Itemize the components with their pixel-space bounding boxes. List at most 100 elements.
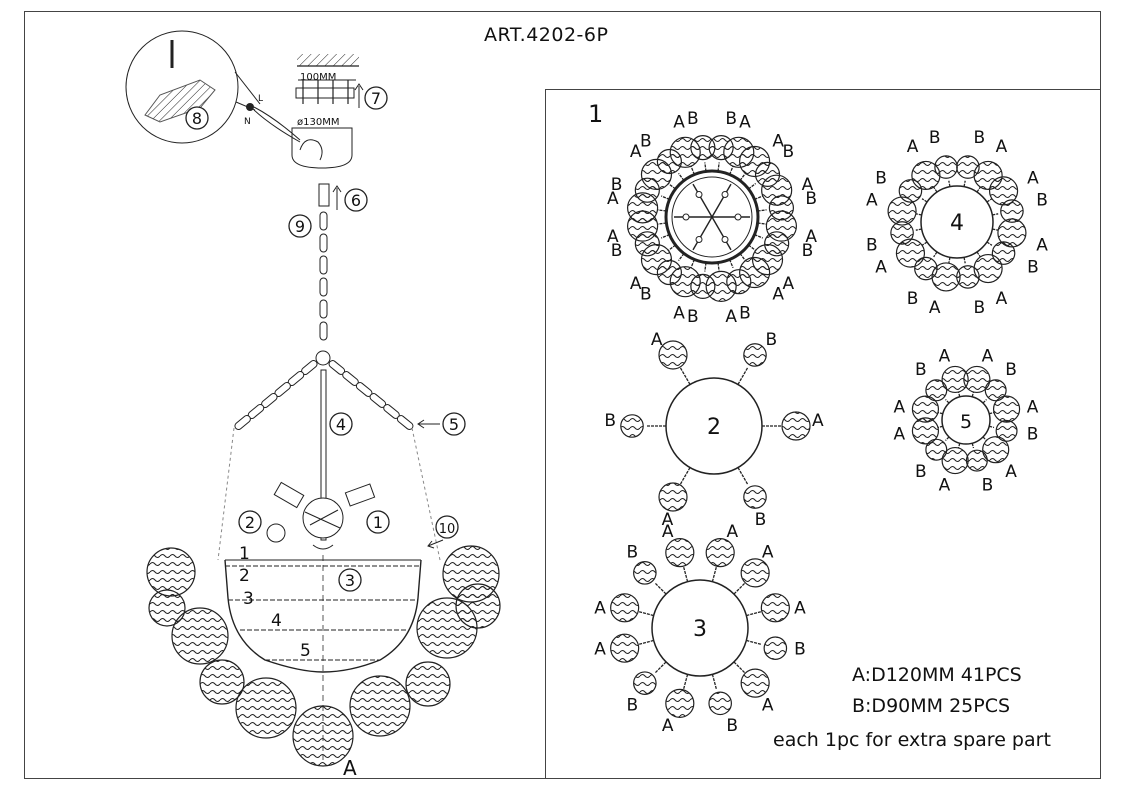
ball-label: A xyxy=(651,330,663,350)
chain-link xyxy=(319,321,328,341)
ball-label: A xyxy=(812,411,824,431)
ball-label: B xyxy=(765,330,777,350)
ball-label: A xyxy=(726,522,738,542)
legend-a: A:D120MM 41PCS xyxy=(852,664,1022,686)
ball-label: B xyxy=(739,303,751,323)
glass-ball-a xyxy=(610,633,640,663)
ball-label: B xyxy=(611,175,623,195)
ball-label: B xyxy=(782,142,794,162)
ball-label: A xyxy=(894,425,906,445)
step-5-marker: 5 xyxy=(442,412,466,436)
glass-ball-a xyxy=(705,538,735,568)
chain-ring xyxy=(315,350,331,366)
ball-label: B xyxy=(726,716,738,736)
ball-label: A xyxy=(1027,397,1039,417)
tier-label-4: 4 xyxy=(271,611,282,631)
tier-number: 3 xyxy=(693,617,707,642)
tier-label-5: 5 xyxy=(300,641,311,661)
glass-ball-b xyxy=(708,691,732,716)
chain-link xyxy=(319,233,328,253)
ball-label: A xyxy=(725,307,737,327)
ball-label: A xyxy=(673,113,685,133)
glass-ball-b xyxy=(965,449,988,472)
ball-label: B xyxy=(611,241,623,261)
ball-label: A xyxy=(996,137,1008,157)
ball-label: B xyxy=(1027,257,1039,277)
ball-label: A xyxy=(996,289,1008,309)
ball-label: B xyxy=(687,109,699,129)
ball-label: B xyxy=(805,189,817,209)
tier-number: 5 xyxy=(960,411,972,433)
glass-ball-a xyxy=(941,446,969,475)
ball-type-label: A xyxy=(343,756,357,780)
step-number: 10 xyxy=(439,522,456,537)
dim-bottom-label: ø130MM xyxy=(297,117,339,128)
step-4-marker: 4 xyxy=(329,412,353,436)
ball-label: B xyxy=(802,241,814,261)
chain-link xyxy=(234,414,251,431)
ball-label: B xyxy=(1027,425,1039,445)
panel-number: 1 xyxy=(588,100,603,128)
ball-label: A xyxy=(1027,169,1039,189)
ball-label: B xyxy=(725,109,737,129)
step-2-marker: 2 xyxy=(238,510,262,534)
step-number: 6 xyxy=(351,191,361,210)
glass-ball-b xyxy=(743,343,767,367)
legend-note: each 1pc for extra spare part xyxy=(773,729,1051,751)
glass-ball-b xyxy=(984,379,1007,402)
glass-ball-b xyxy=(934,155,958,179)
ball-label: A xyxy=(630,274,642,294)
tier-hub xyxy=(920,185,994,259)
tier-hub xyxy=(941,395,991,445)
glass-ball-b xyxy=(925,438,948,461)
step-number: 9 xyxy=(295,217,305,236)
ball-label: A xyxy=(1005,462,1017,482)
chain-link xyxy=(319,255,328,275)
ball-label: A xyxy=(762,543,774,563)
tier-hub xyxy=(665,377,763,475)
ball-label: A xyxy=(939,476,951,496)
glass-ball-b xyxy=(995,419,1018,442)
ball-label: A xyxy=(802,175,814,195)
ball-label: A xyxy=(607,189,619,209)
ball-label: B xyxy=(982,476,994,496)
ball-label: A xyxy=(772,284,784,304)
step-7-marker: 7 xyxy=(364,86,388,110)
ball-label: A xyxy=(772,132,784,152)
glass-ball xyxy=(171,607,229,665)
tier-number: 2 xyxy=(707,415,721,440)
ball-label: A xyxy=(673,303,685,323)
ball-label: A xyxy=(907,137,919,157)
step-3-marker: 3 xyxy=(338,568,362,592)
glass-ball-a xyxy=(982,436,1010,464)
screws xyxy=(302,80,349,104)
ball-label: A xyxy=(894,397,906,417)
glass-ball xyxy=(292,705,354,767)
mounting-bracket xyxy=(295,87,355,99)
ball-label: B xyxy=(973,128,985,148)
ball-label: B xyxy=(604,411,616,431)
ball-label: A xyxy=(662,522,674,542)
frame-outline xyxy=(224,559,422,673)
ball-label: A xyxy=(607,227,619,247)
ball-label: A xyxy=(739,113,751,133)
tier-hub xyxy=(651,579,749,677)
ball-label: B xyxy=(687,307,699,327)
svg-text:N: N xyxy=(244,117,251,127)
layout-panel xyxy=(545,89,1101,779)
tier-label-3: 3 xyxy=(243,589,254,609)
ball-label: B xyxy=(866,235,878,255)
ball-label: A xyxy=(594,639,606,659)
ball-label: A xyxy=(805,227,817,247)
step-6-marker: 6 xyxy=(344,188,368,212)
dim-top-label: 100MM xyxy=(300,72,336,83)
tier-number: 4 xyxy=(950,211,964,236)
glass-ball-b xyxy=(763,636,788,660)
ball-label: A xyxy=(866,191,878,211)
glass-ball xyxy=(235,677,297,739)
